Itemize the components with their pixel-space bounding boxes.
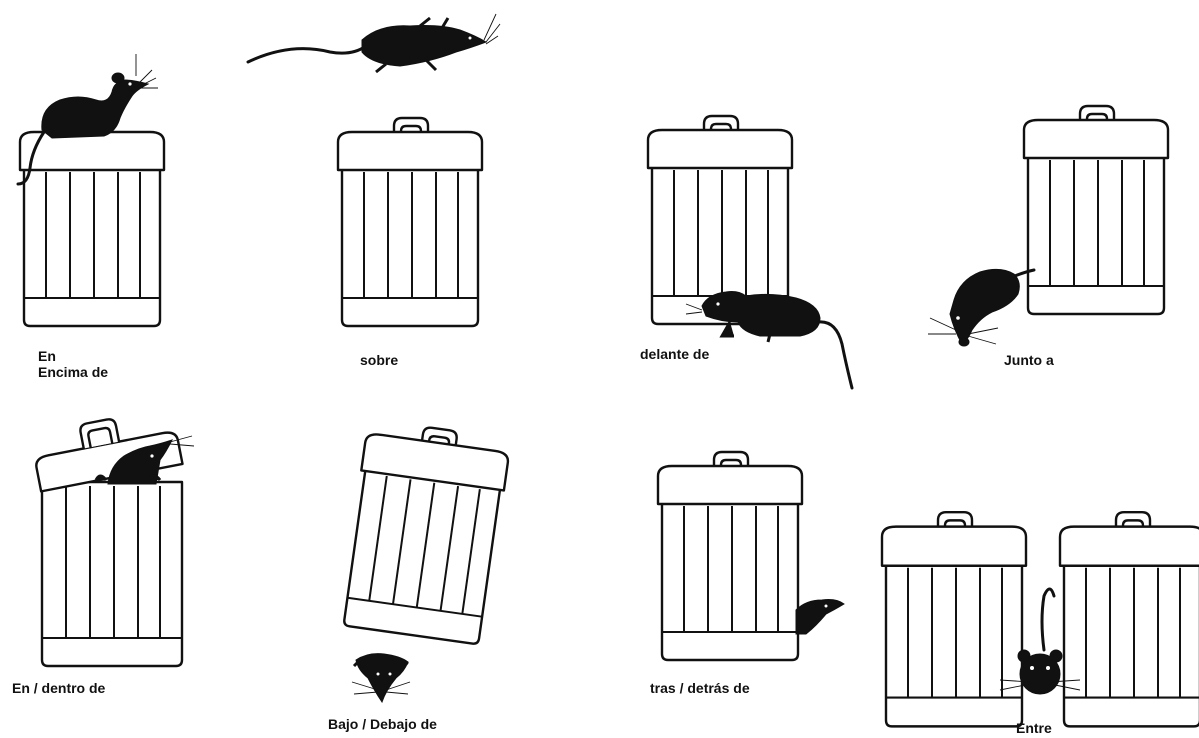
label-encima-de: Encima de [38, 364, 108, 380]
label-debajo-de: Bajo / Debajo de [328, 716, 437, 732]
can-dentro [42, 482, 182, 666]
label-detras-de: tras / detrás de [650, 680, 750, 696]
rat-flying-above [248, 14, 500, 72]
label-delante-de: delante de [640, 346, 709, 362]
can-debajo [340, 419, 512, 645]
can-junto [1024, 106, 1168, 314]
can-detras [658, 452, 802, 660]
label-sobre: sobre [360, 352, 398, 368]
rat-in-front [686, 292, 852, 389]
label-entre: Entre [1016, 720, 1052, 736]
rat-beside [928, 269, 1034, 346]
can-entre-right [1060, 512, 1199, 726]
label-en: En [38, 348, 56, 364]
can-entre-left [882, 512, 1026, 726]
can-encima [20, 118, 164, 326]
rat-behind [796, 600, 844, 635]
can-sobre [338, 118, 482, 326]
label-dentro-de: En / dentro de [12, 680, 105, 696]
rat-underneath [352, 654, 410, 702]
label-junto-a: Junto a [1004, 352, 1054, 368]
